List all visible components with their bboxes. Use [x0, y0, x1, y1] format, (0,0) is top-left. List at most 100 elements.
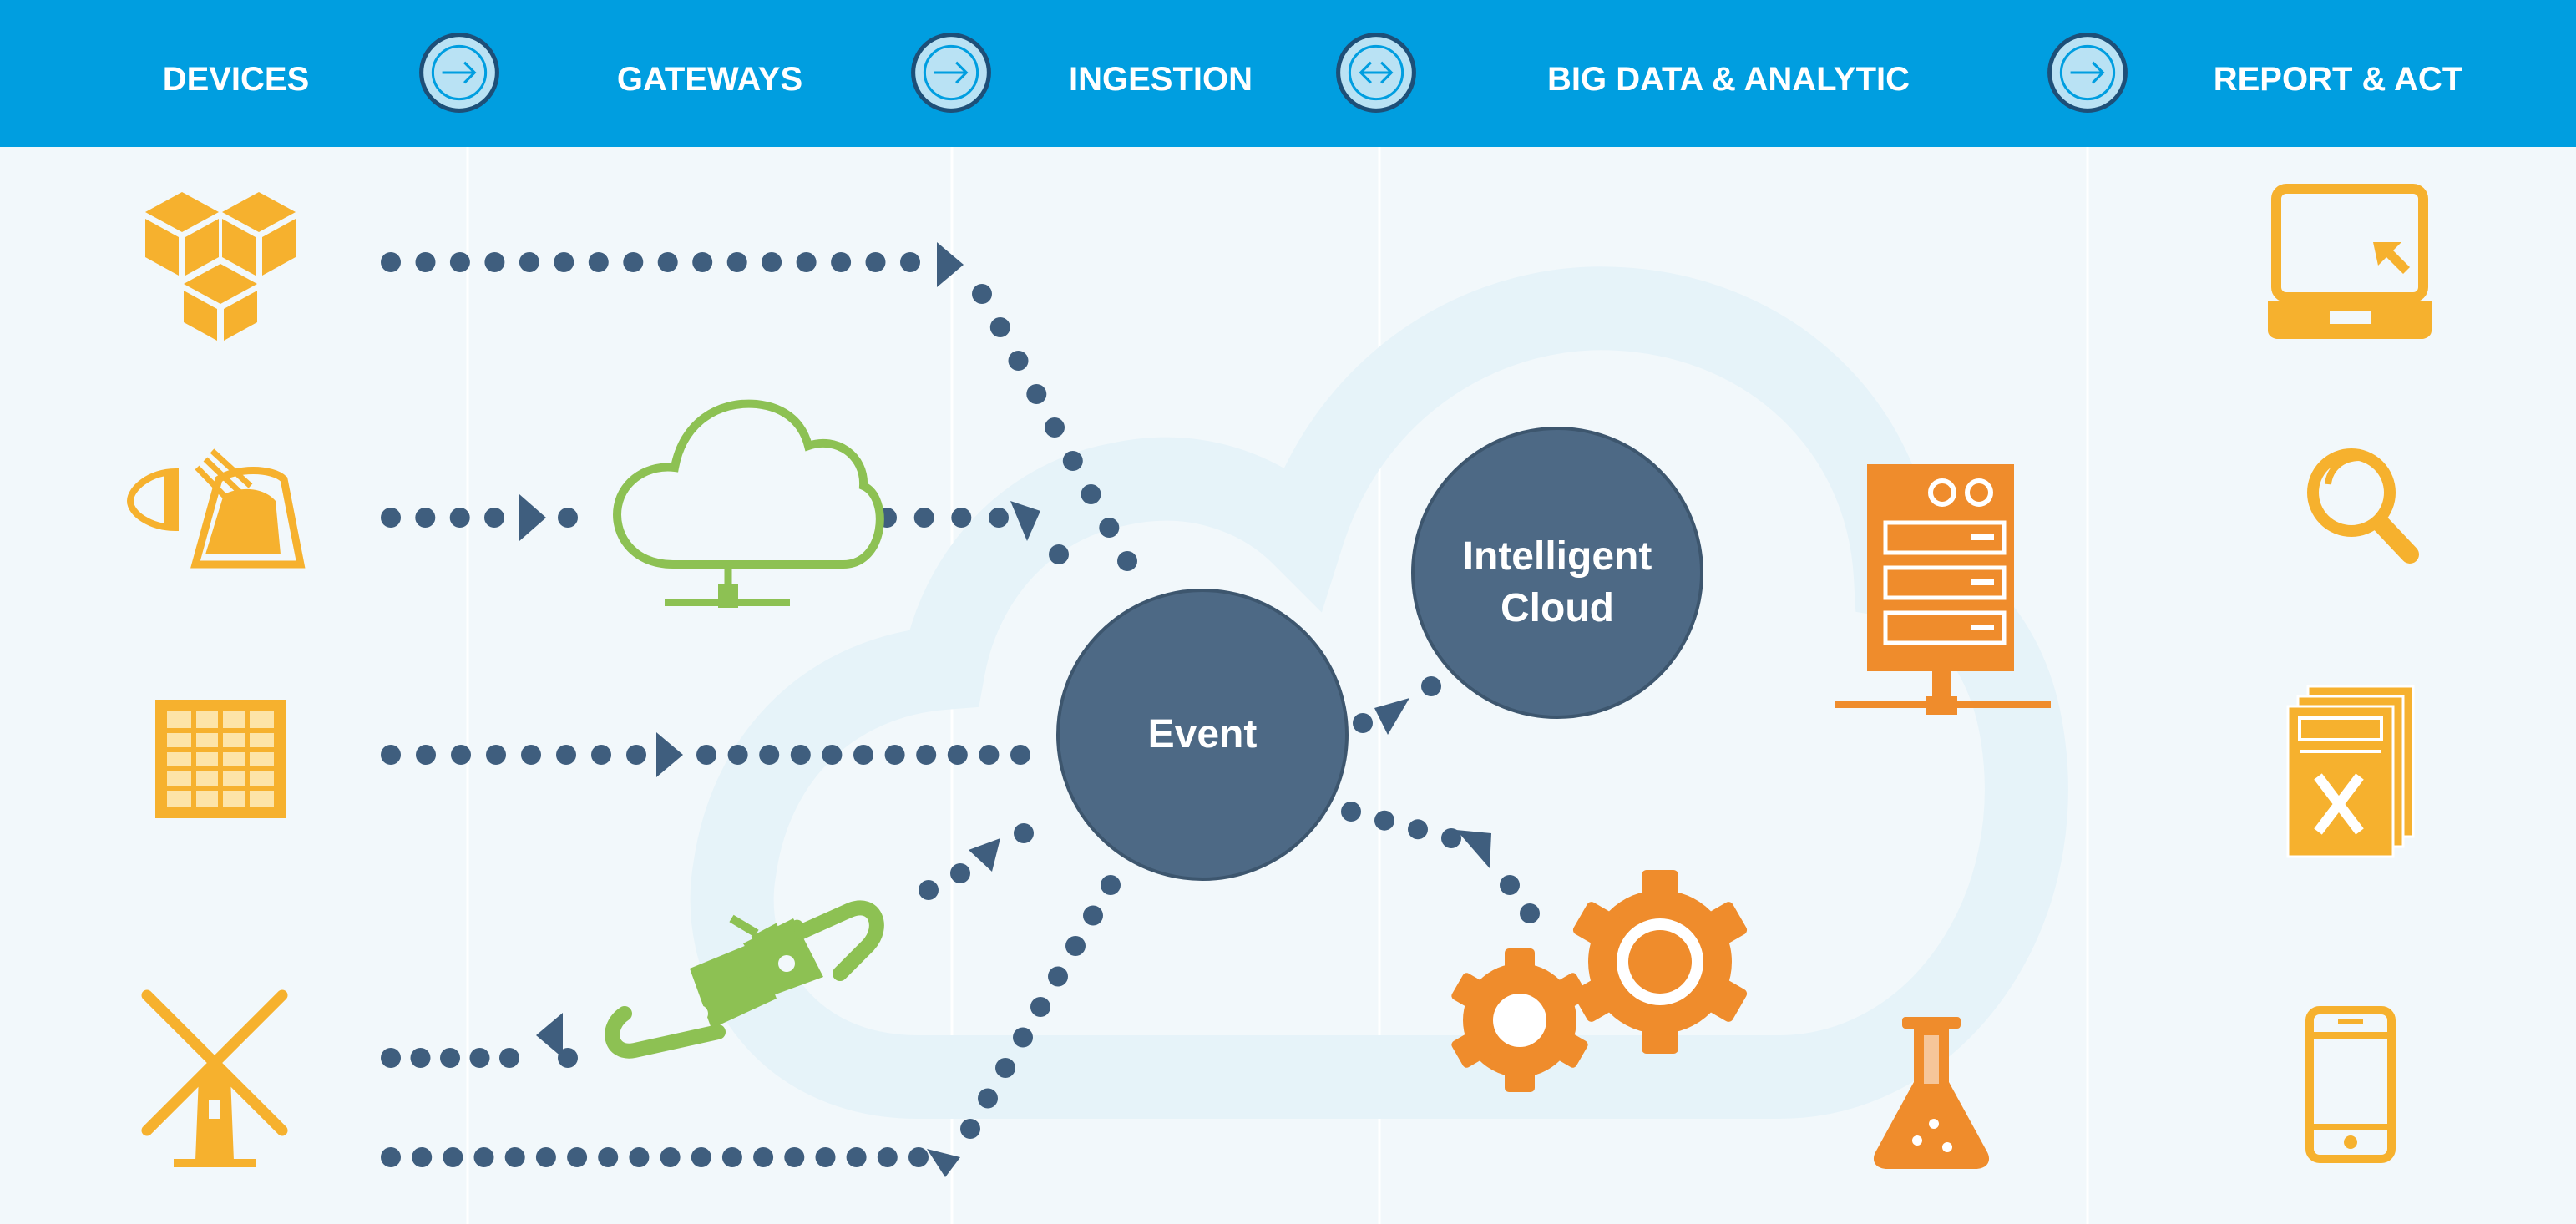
flow-dot [1083, 905, 1103, 926]
flow-dot [410, 1048, 431, 1068]
intelligent-cloud-node-label: Intelligent Cloud [1432, 531, 1683, 635]
stage-report-act: REPORT & ACT [2213, 61, 2463, 98]
flow-dot [1013, 1027, 1033, 1048]
flow-dot [415, 508, 436, 528]
flow-dot [1374, 810, 1394, 831]
flow-dot [900, 252, 920, 272]
flow-dot [440, 1048, 460, 1068]
flow-dot [1353, 713, 1373, 733]
arrow-right-icon [911, 33, 991, 113]
flow-dot [1026, 384, 1047, 404]
flow-dot [950, 863, 970, 883]
flow-dot [884, 745, 905, 765]
flow-dot [1408, 819, 1428, 840]
flow-dot [484, 252, 505, 272]
flow-dot [381, 1147, 401, 1167]
laptop-icon [2268, 184, 2432, 339]
flow-dot [381, 1048, 401, 1068]
flow-arrowhead [927, 1149, 960, 1177]
flow-dot [1062, 451, 1083, 471]
flow-dot [1500, 875, 1520, 895]
flow-dot [913, 508, 934, 528]
flow-dot [1441, 828, 1461, 848]
flask-icon [1873, 1017, 1990, 1169]
flow-dot [916, 745, 937, 765]
flow-dot [1014, 823, 1034, 843]
arrow-left-right-icon [1336, 33, 1416, 113]
flow-arrowhead [1374, 698, 1409, 735]
flow-dot [443, 1147, 463, 1167]
cubes-icon [145, 192, 296, 341]
flow-dot [877, 1147, 898, 1167]
stage-gateways: GATEWAYS [616, 61, 803, 98]
flow-dot [1341, 802, 1361, 822]
flow-dot [1065, 936, 1086, 956]
flow-dot [591, 745, 611, 765]
traffic-light-icon [126, 448, 306, 569]
flow-dot [623, 252, 644, 272]
flow-dot [726, 252, 747, 272]
server-icon [1835, 464, 2051, 715]
intelligent-cloud-node [1411, 427, 1703, 719]
stage-devices: DEVICES [162, 61, 310, 98]
flow-dot [1520, 903, 1540, 923]
flow-dot [484, 508, 504, 528]
flow-dot [519, 252, 539, 272]
flow-dot [499, 1048, 519, 1068]
flow-dot [521, 745, 541, 765]
flow-dot [972, 284, 992, 304]
flow-dot [696, 745, 716, 765]
flow-dot [759, 745, 780, 765]
flow-arrowhead [969, 838, 1000, 872]
windmill-icon [141, 989, 288, 1167]
event-node-label: Event [1147, 712, 1258, 756]
solar-panel-icon [155, 700, 286, 818]
flow-dot [691, 1147, 711, 1167]
flow-dot [598, 1147, 619, 1167]
flow-dot [486, 745, 506, 765]
flow-dot [979, 745, 1000, 765]
flow-dot [535, 1147, 556, 1167]
flow-dot [473, 1147, 494, 1167]
stage-ingestion: INGESTION [1068, 61, 1253, 98]
flow-dot [692, 252, 713, 272]
flow-dot [415, 252, 436, 272]
flow-dot [753, 1147, 774, 1167]
flow-dot [626, 745, 646, 765]
flow-dot [657, 252, 678, 272]
flow-dot [853, 745, 873, 765]
stage-header-bar: DEVICES GATEWAYS INGESTION BIG DATA & AN… [0, 0, 2576, 147]
flow-arrowhead [656, 732, 683, 777]
flow-dot [995, 1058, 1015, 1078]
stage-big-data-analytic: BIG DATA & ANALYTIC [1546, 61, 1910, 98]
flow-arrowhead [1456, 830, 1491, 868]
flow-dot [1045, 417, 1065, 438]
flow-dot [1117, 551, 1137, 571]
flow-dot [1030, 997, 1050, 1017]
plug-connector-icon [605, 900, 884, 1059]
background-cloud-shape [690, 266, 2068, 1119]
flow-dot [588, 252, 609, 272]
flow-dot [469, 1048, 490, 1068]
flow-dot [381, 508, 401, 528]
intelligent-cloud-label-line1: Intelligent [1462, 534, 1652, 579]
flow-arrowhead [519, 494, 546, 541]
flow-dot [947, 745, 968, 765]
smartphone-icon [2305, 1006, 2396, 1163]
flow-dot [412, 1147, 433, 1167]
flow-dot [1421, 676, 1441, 696]
flow-dot [865, 252, 886, 272]
flow-dot [558, 508, 578, 528]
excel-document-icon [2286, 685, 2415, 858]
flow-dot [721, 1147, 742, 1167]
flow-dot [989, 508, 1009, 528]
flow-dot [815, 1147, 836, 1167]
flow-dot [951, 508, 972, 528]
flow-dot [784, 1147, 805, 1167]
flow-dot [449, 508, 470, 528]
flow-dots [381, 252, 1540, 1167]
flow-dot [1099, 518, 1120, 538]
flow-dot [504, 1147, 525, 1167]
